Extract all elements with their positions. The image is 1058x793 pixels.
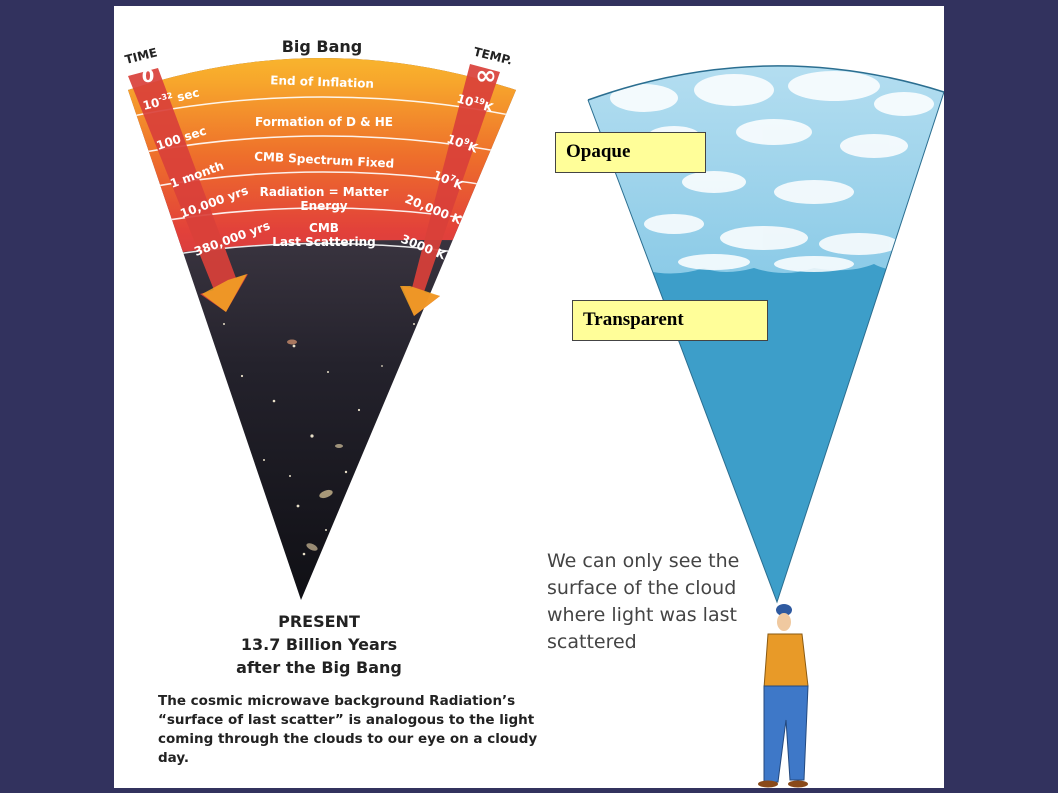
- observer-note: We can only see the surface of the cloud…: [547, 550, 740, 653]
- present-line-1: PRESENT: [278, 612, 360, 631]
- temperature-arrow-head: [400, 286, 440, 316]
- person-shoe-left: [758, 780, 778, 788]
- person-shoe-right: [788, 780, 808, 788]
- transparent-label: Transparent: [572, 300, 768, 341]
- galaxy-field: [223, 323, 415, 556]
- cloud-puffs: [610, 71, 934, 272]
- present-line-3: after the Big Bang: [236, 658, 402, 677]
- person-head: [777, 613, 791, 631]
- observer-person: [758, 604, 809, 788]
- person-jacket: [763, 633, 809, 689]
- timeline-cone: Big Bang TIME 0 TEMP. ∞ End of Inflation…: [123, 37, 516, 600]
- big-bang-title: Big Bang: [282, 37, 363, 56]
- slide-panel: Big Bang TIME 0 TEMP. ∞ End of Inflation…: [114, 6, 944, 788]
- cloud-cone: [587, 65, 944, 788]
- temperature-bar: [402, 64, 500, 316]
- band-event-2: Formation of D & HE: [255, 115, 393, 129]
- temp-infinity: ∞: [475, 61, 497, 91]
- person-jeans: [763, 685, 809, 783]
- band-event-1: End of Inflation: [270, 73, 374, 91]
- analogy-caption: The cosmic microwave background Radiatio…: [158, 693, 538, 766]
- time-header: TIME: [123, 45, 158, 67]
- cone-top-edge: [587, 65, 944, 101]
- cone-side-edges: [587, 91, 944, 604]
- present-label: PRESENT 13.7 Billion Years after the Big…: [204, 610, 434, 679]
- time-bar: [128, 68, 248, 312]
- present-line-2: 13.7 Billion Years: [240, 635, 398, 654]
- opaque-label: Opaque: [555, 132, 706, 173]
- time-arrow-head: [202, 274, 247, 312]
- diagram-canvas: Big Bang TIME 0 TEMP. ∞ End of Inflation…: [123, 37, 944, 788]
- person-cap: [776, 604, 792, 616]
- time-zero: 0: [142, 66, 155, 87]
